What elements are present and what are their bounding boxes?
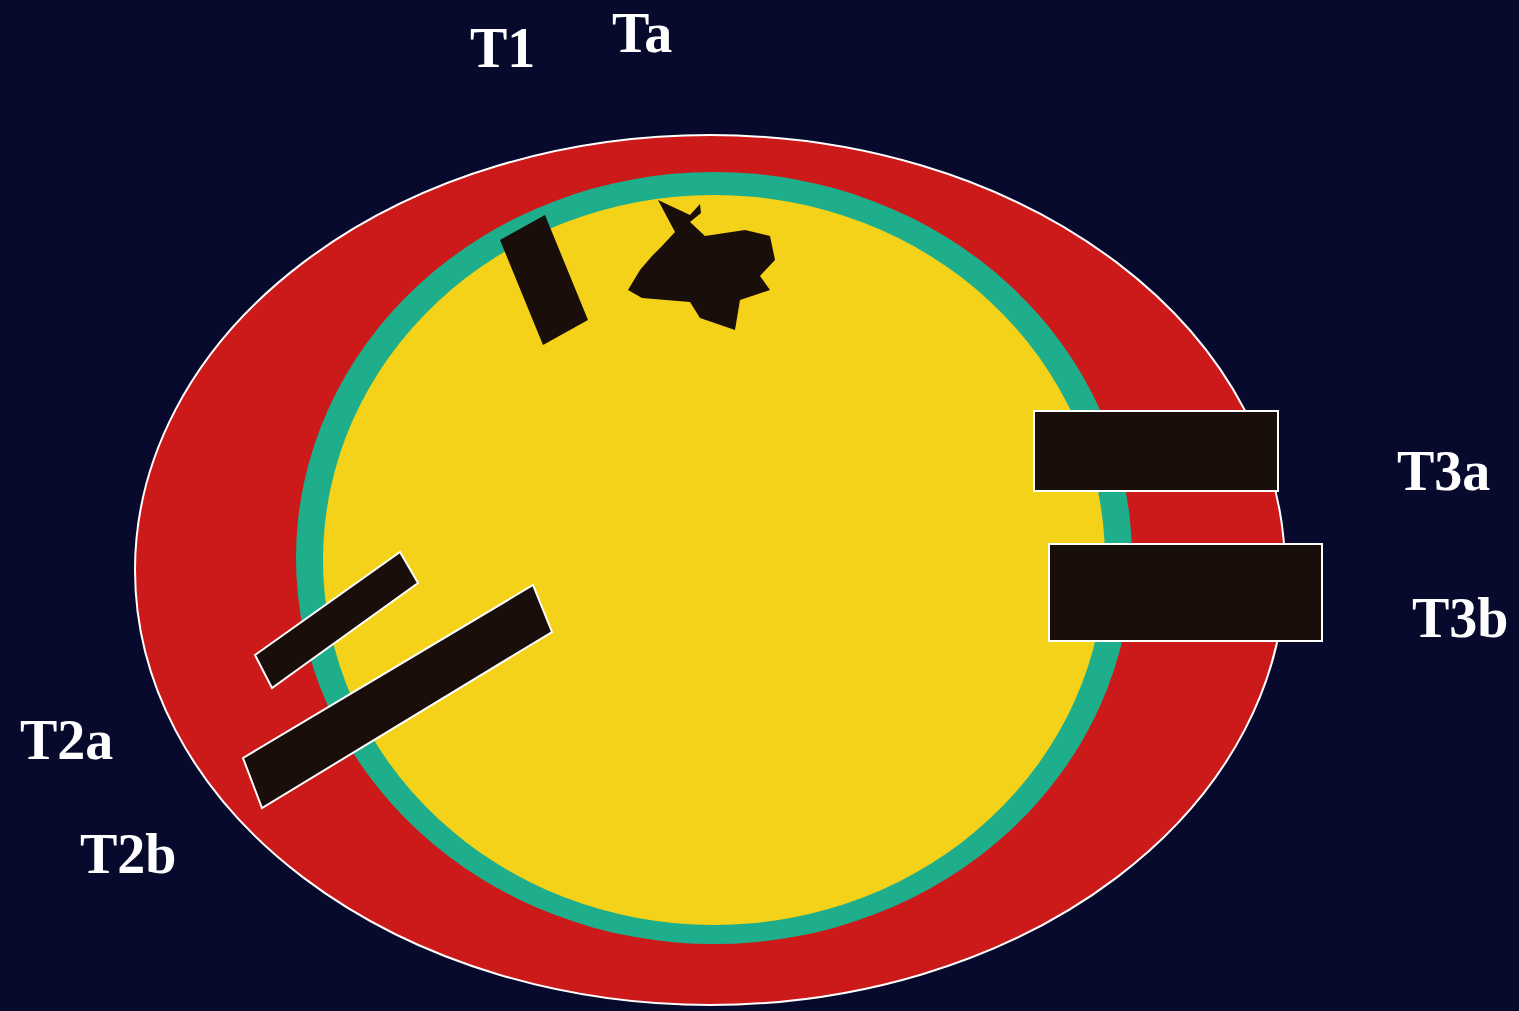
stage-label: T1 (470, 20, 535, 76)
tumor-t2b (243, 585, 552, 808)
stage-label: T2b (80, 826, 177, 882)
stage-label: T3b (1412, 590, 1509, 646)
lamina-propria-ring (296, 172, 1132, 944)
stage-label: T3a (1397, 443, 1490, 499)
tumor-t3a (1034, 411, 1278, 491)
stage-label: T2a (20, 712, 113, 768)
stage-label: Ta (612, 5, 672, 61)
tumor-ta (628, 200, 775, 330)
tumor-t3b (1049, 544, 1322, 641)
tumor-t1 (500, 215, 588, 345)
lumen-mucosa (323, 195, 1105, 925)
